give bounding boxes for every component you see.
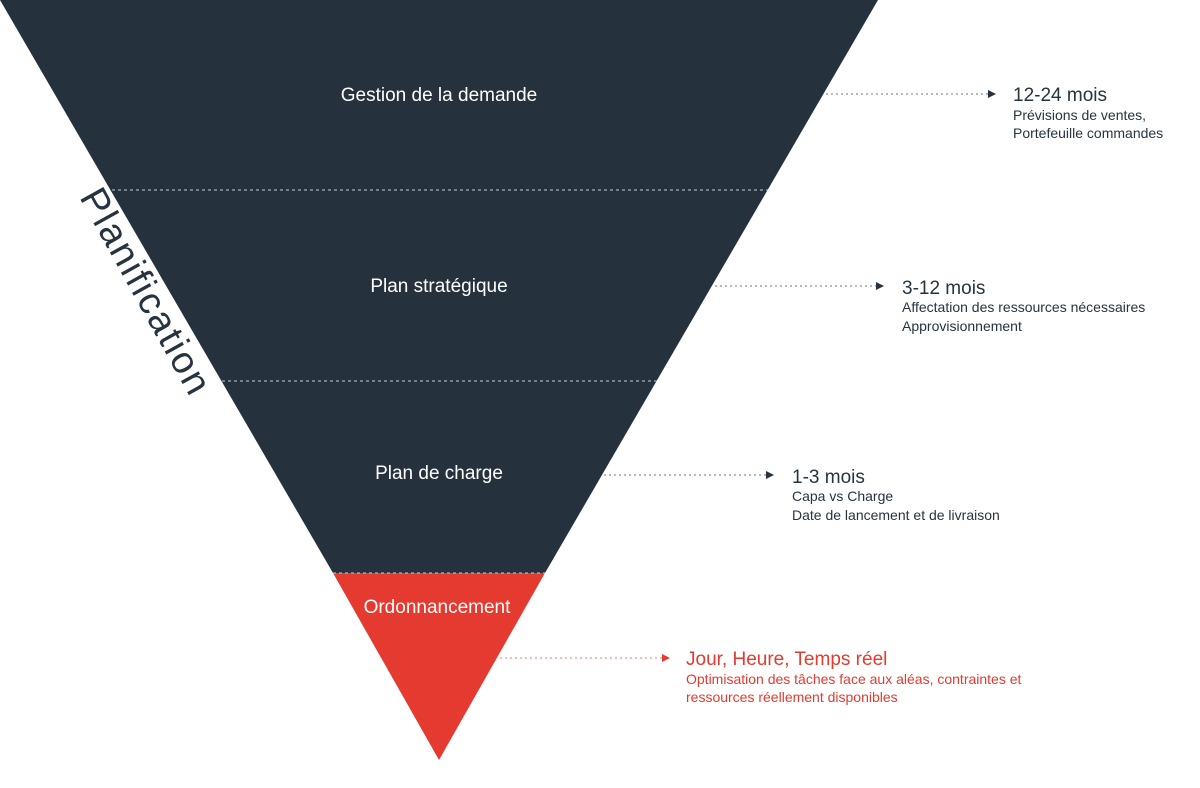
annotation-3-line-2: Date de lancement et de livraison xyxy=(792,507,1000,523)
funnel-planning-section xyxy=(0,0,878,573)
annotation-4-title: Jour, Heure, Temps réel xyxy=(686,649,887,670)
arrow-2 xyxy=(715,282,884,290)
level-label-scheduling: Ordonnancement xyxy=(364,597,512,618)
annotation-1-line-2: Portefeuille commandes xyxy=(1013,125,1163,141)
annotation-3: 1-3 mois Capa vs Charge Date de lancemen… xyxy=(792,467,1000,523)
annotation-1-line-1: Prévisions de ventes, xyxy=(1013,107,1146,123)
arrow-4 xyxy=(500,654,670,662)
arrow-1 xyxy=(826,90,996,98)
annotation-3-title: 1-3 mois xyxy=(792,467,865,488)
annotation-4-line-2: ressources réellement disponibles xyxy=(686,689,898,705)
annotation-3-line-1: Capa vs Charge xyxy=(792,488,893,504)
annotation-2-title: 3-12 mois xyxy=(902,278,985,299)
level-label-load: Plan de charge xyxy=(375,463,503,484)
annotation-2-line-1: Affectation des ressources nécessaires xyxy=(902,299,1145,315)
annotation-2-line-2: Approvisionnement xyxy=(902,318,1022,334)
annotation-1: 12-24 mois Prévisions de ventes, Portefe… xyxy=(1013,85,1163,141)
annotation-4: Jour, Heure, Temps réel Optimisation des… xyxy=(686,649,1022,705)
funnel-scheduling-section xyxy=(333,573,545,760)
annotation-4-line-1: Optimisation des tâches face aux aléas, … xyxy=(686,671,1022,687)
arrow-3 xyxy=(604,471,774,479)
level-label-demand: Gestion de la demande xyxy=(341,85,537,106)
annotation-2: 3-12 mois Affectation des ressources néc… xyxy=(902,278,1145,334)
annotation-1-title: 12-24 mois xyxy=(1013,85,1107,106)
level-label-strategic: Plan stratégique xyxy=(370,276,507,297)
